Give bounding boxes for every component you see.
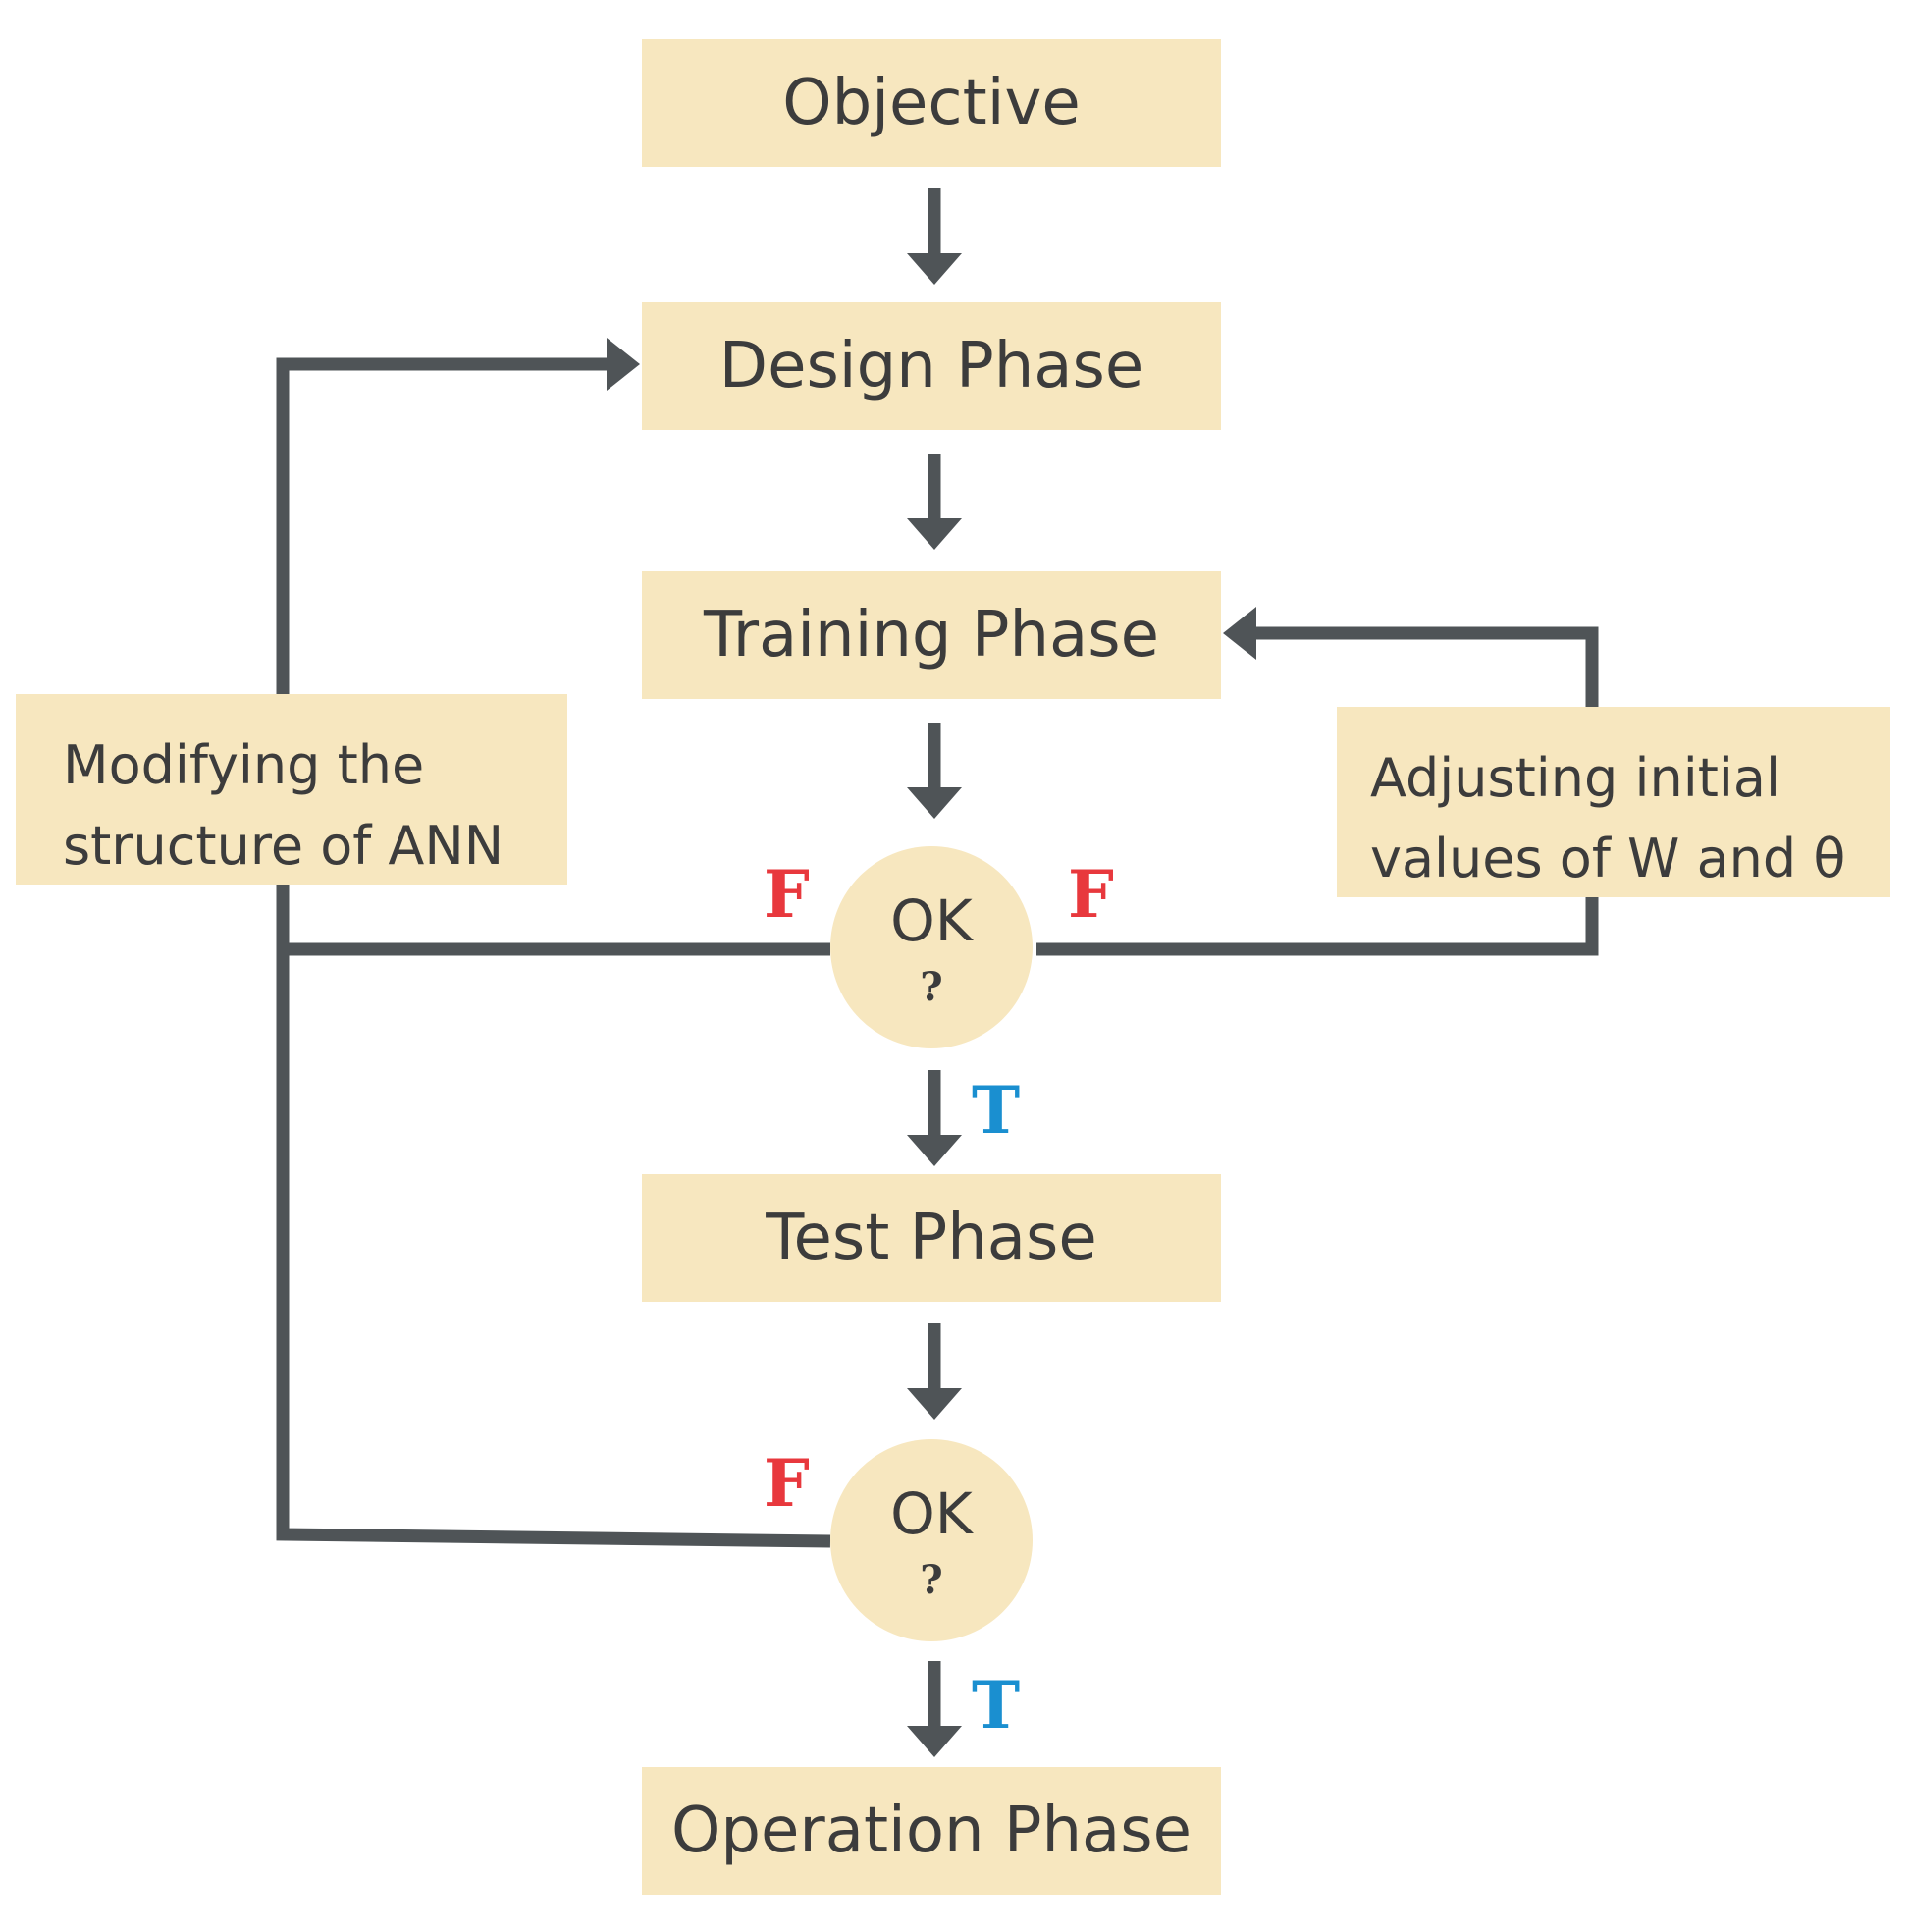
design-phase-box: Design Phase: [642, 302, 1221, 430]
decision-question-mark: ?: [920, 1557, 943, 1603]
operation-phase-box: Operation Phase: [642, 1767, 1221, 1895]
decision-training-ok: OK ?: [830, 846, 1033, 1048]
arrowhead-test: [907, 1135, 962, 1166]
arrowhead-decision1: [907, 787, 962, 819]
adjust-initial-note: Adjusting initial values of W and θ: [1337, 707, 1890, 897]
arrowhead-design: [907, 253, 962, 285]
modify-structure-line2: structure of ANN: [63, 815, 504, 877]
false-flag-decision1-right: F: [1068, 856, 1114, 933]
design-phase-label: Design Phase: [718, 330, 1144, 402]
decision-question-mark: ?: [920, 964, 943, 1010]
test-phase-label: Test Phase: [766, 1202, 1097, 1274]
decision-ok-label: OK: [890, 1480, 973, 1547]
test-phase-box: Test Phase: [642, 1174, 1221, 1302]
false-flag-decision1-left: F: [764, 856, 810, 933]
arrowhead-training: [907, 518, 962, 550]
adjust-initial-line2: values of W and θ: [1370, 828, 1846, 889]
operation-phase-label: Operation Phase: [671, 1795, 1192, 1867]
decision-ok-label: OK: [890, 887, 973, 954]
adjust-initial-line1: Adjusting initial: [1370, 747, 1780, 809]
arrowhead-decision2: [907, 1388, 962, 1420]
true-flag-decision2: T: [972, 1667, 1021, 1744]
arrowhead-loop-training: [1223, 607, 1256, 660]
false-flag-decision2: F: [764, 1445, 810, 1522]
arrowhead-loop-design: [607, 338, 640, 391]
modify-structure-line1: Modifying the: [63, 734, 425, 796]
training-phase-box: Training Phase: [642, 571, 1221, 699]
training-phase-label: Training Phase: [704, 599, 1159, 671]
modify-structure-note: Modifying the structure of ANN: [16, 694, 567, 885]
decision-test-ok: OK ?: [830, 1439, 1033, 1641]
arrowhead-operation: [907, 1726, 962, 1757]
objective-box: Objective: [642, 39, 1221, 167]
true-flag-decision1: T: [972, 1072, 1021, 1149]
objective-label: Objective: [782, 67, 1081, 139]
